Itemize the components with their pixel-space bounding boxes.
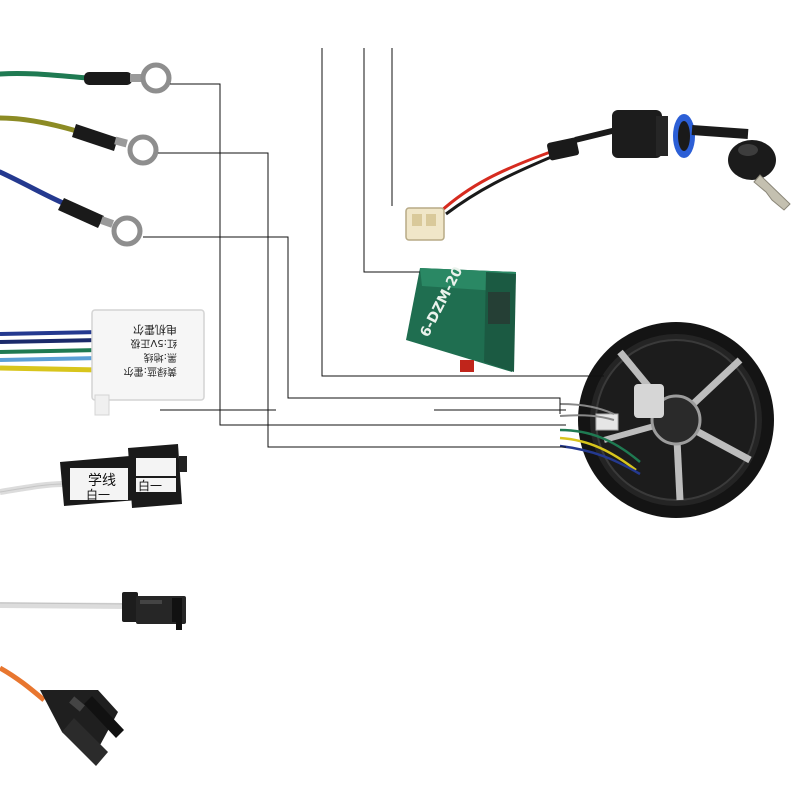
hub-motor-icon: [559, 322, 774, 518]
learn-wire-label-bottom-left: 白一: [86, 487, 110, 502]
learn-wire-label-bottom-right: 白一: [138, 478, 162, 493]
learn-wire-icon: 学线 白一 白一: [0, 444, 187, 508]
leader-line-ring-3: [143, 236, 561, 414]
hall-label-line-2: 红:5V正极: [130, 337, 177, 350]
leader-line-battery: [363, 48, 420, 273]
hall-label-line-4: 黄绿蓝:霍尔: [124, 365, 177, 378]
ring-terminal-3-icon: [0, 169, 143, 247]
hall-label-line-3: 黑:地线: [144, 351, 177, 364]
ring-terminal-1-icon: [0, 62, 172, 94]
ignition-switch-icon: [405, 110, 791, 241]
hall-label-line-1: 电机霍尔: [133, 323, 177, 337]
learn-wire-label-top: 学线: [88, 473, 116, 489]
ring-terminal-2-icon: [0, 115, 159, 166]
hall-connector-icon: 电机霍尔 红:5V正极 黑:地线 黄绿蓝:霍尔: [0, 309, 205, 416]
leader-line-ring-2: [158, 152, 566, 448]
leader-line-ring-1: [170, 83, 566, 426]
battery-icon: 6-DZM-20: [406, 264, 516, 372]
leader-lines: [143, 48, 604, 448]
leader-line-hub: [321, 48, 604, 377]
orange-connector-icon: [0, 665, 124, 766]
white-connector-icon: [0, 592, 186, 630]
